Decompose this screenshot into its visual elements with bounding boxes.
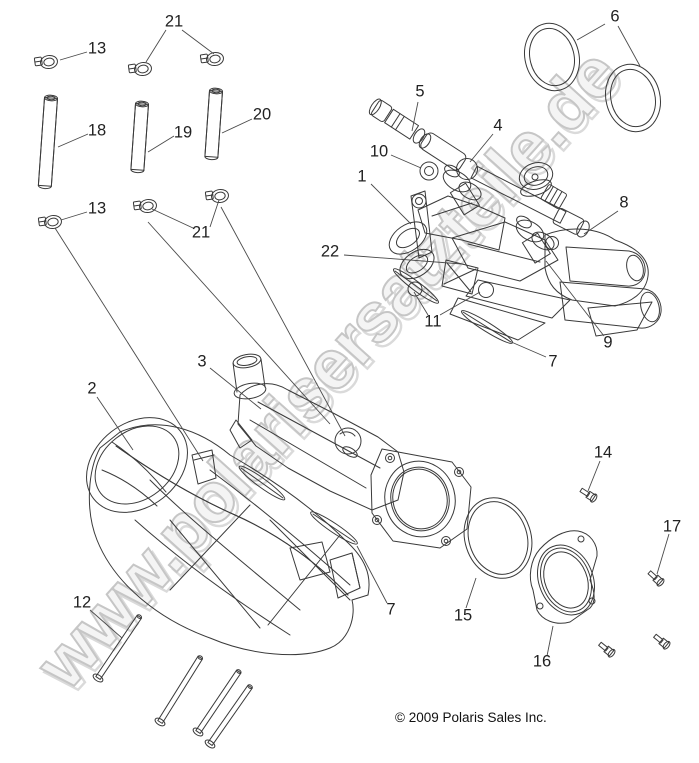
callout-label-16: 16 (533, 652, 551, 670)
callout-label-6: 6 (610, 7, 619, 25)
copyright-text: © 2009 Polaris Sales Inc. (395, 710, 547, 725)
small-bolt-set (579, 487, 671, 658)
callout-label-22: 22 (321, 242, 339, 260)
callout-label-5: 5 (415, 82, 424, 100)
clamp-icon (204, 188, 229, 204)
round-cap-sensor (518, 162, 554, 197)
clamp-icon (37, 214, 62, 230)
o-ring-15 (463, 497, 533, 579)
intake-manifold (229, 353, 472, 549)
hose-18 (37, 94, 58, 190)
callout-label-9: 9 (603, 333, 612, 351)
callout-label-19: 19 (174, 123, 192, 141)
fuel-rail-ball-end (456, 158, 478, 180)
callout-label-11: 11 (424, 312, 441, 330)
watermark: www.polarisersatzteile.de www.polarisers… (19, 34, 638, 709)
callout-label-17: 17 (663, 517, 681, 535)
callout-label-13: 13 (88, 39, 106, 57)
callout-label-18: 18 (88, 121, 106, 139)
o-ring-pair (524, 22, 661, 133)
callout-label-13: 13 (88, 199, 106, 217)
clamp-icon (199, 51, 224, 67)
callout-label-7: 7 (548, 352, 557, 370)
callout-label-20: 20 (253, 105, 271, 123)
hose-19 (130, 100, 149, 174)
hose-clamp-set (33, 51, 229, 230)
callout-label-21: 21 (165, 12, 183, 30)
air-intake-duct (86, 417, 370, 656)
callout-label-4: 4 (493, 116, 502, 134)
gasket-sliver (238, 465, 358, 545)
ribbed-sensor (540, 184, 567, 209)
callout-label-12: 12 (73, 593, 91, 611)
clamp-icon (127, 61, 152, 77)
callout-label-10: 10 (370, 142, 388, 160)
callout-label-8: 8 (619, 193, 628, 211)
callout-label-14: 14 (594, 443, 612, 461)
callout-label-2: 2 (87, 379, 96, 397)
callout-label-1: 1 (357, 167, 366, 185)
leader-lines (54, 23, 670, 657)
callout-label-7: 7 (386, 600, 395, 618)
flange-plate-16 (529, 530, 598, 624)
fuel-injector (515, 215, 555, 264)
fuel-injector (442, 164, 482, 216)
hose-20 (204, 87, 223, 161)
throttle-body-assembly (368, 98, 662, 341)
long-bolt-set (92, 614, 253, 749)
clamp-icon (132, 198, 157, 214)
pressure-regulator (368, 98, 393, 122)
callout-label-21: 21 (192, 223, 210, 241)
clamp-icon (33, 54, 58, 70)
sensor-10 (419, 161, 439, 181)
callout-label-15: 15 (454, 606, 472, 624)
callout-label-3: 3 (197, 352, 206, 370)
